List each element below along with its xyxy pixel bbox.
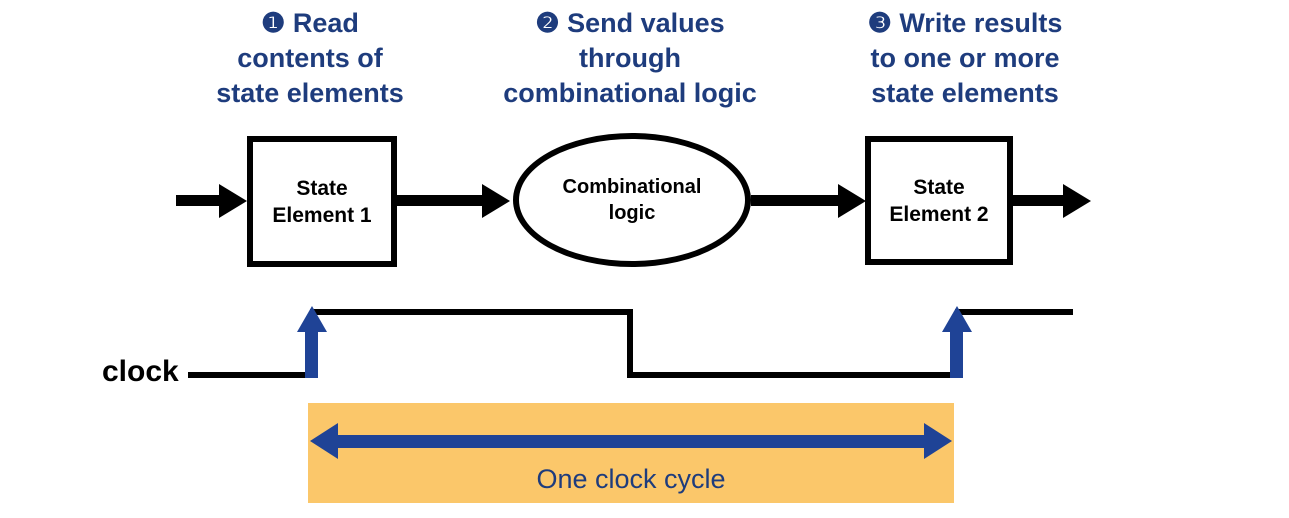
- cycle-span-arrow-shaft: [336, 435, 926, 448]
- clock-low-segment-2: [627, 372, 957, 378]
- output-arrowhead-icon: [1063, 184, 1091, 218]
- state-element-2-line-1: State: [913, 175, 965, 199]
- clock-low-segment-1: [188, 372, 310, 378]
- combinational-logic-ellipse: Combinational logic: [513, 133, 751, 267]
- output-arrow-shaft: [1013, 195, 1063, 206]
- state-element-1-line-1: State: [296, 176, 348, 200]
- state-element-2-label: State Element 2: [889, 174, 988, 228]
- step-1-line-3: state elements: [216, 78, 404, 108]
- input-arrowhead-icon: [219, 184, 247, 218]
- combinational-logic-label: Combinational logic: [563, 174, 702, 226]
- arrow-element1-to-logic-head-icon: [482, 184, 510, 218]
- step-1-line-1: ❶ Read: [261, 8, 359, 38]
- state-element-1-box: State Element 1: [247, 136, 397, 267]
- step-3-line-3: state elements: [871, 78, 1059, 108]
- step-3-line-2: to one or more: [870, 43, 1060, 73]
- step-3-line-1: ❸ Write results: [867, 8, 1063, 38]
- combinational-logic-line-1: Combinational: [562, 176, 702, 198]
- step-2-label: ❷ Send values through combinational logi…: [455, 6, 805, 111]
- rising-edge-arrow-2-shaft: [950, 330, 963, 378]
- step-3-label: ❸ Write results to one or more state ele…: [798, 6, 1132, 111]
- arrow-logic-to-element2-shaft: [751, 195, 838, 206]
- state-element-2-line-2: Element 2: [889, 202, 989, 226]
- clock-high-segment-1: [310, 309, 632, 315]
- arrow-element1-to-logic-shaft: [397, 195, 482, 206]
- state-element-2-box: State Element 2: [865, 136, 1013, 265]
- step-1-line-2: contents of: [237, 43, 383, 73]
- clock-signal-label: clock: [102, 355, 179, 388]
- step-2-line-2: through: [579, 43, 681, 73]
- cycle-span-arrowhead-left-icon: [310, 423, 338, 459]
- arrow-logic-to-element2-head-icon: [838, 184, 866, 218]
- combinational-logic-line-2: logic: [608, 202, 656, 224]
- state-element-1-label: State Element 1: [272, 175, 371, 229]
- step-2-line-1: ❷ Send values: [535, 8, 725, 38]
- state-element-1-line-2: Element 1: [272, 203, 372, 227]
- one-clock-cycle-box: One clock cycle: [308, 403, 954, 503]
- step-2-line-3: combinational logic: [503, 78, 757, 108]
- input-arrow-shaft: [176, 195, 220, 206]
- cycle-span-arrowhead-right-icon: [924, 423, 952, 459]
- clock-high-segment-2: [955, 309, 1073, 315]
- clock-falling-edge: [627, 309, 633, 378]
- one-clock-cycle-label: One clock cycle: [536, 464, 726, 494]
- rising-edge-arrow-1-head-icon: [297, 306, 327, 332]
- step-1-label: ❶ Read contents of state elements: [140, 6, 480, 111]
- rising-edge-arrow-2-head-icon: [942, 306, 972, 332]
- rising-edge-arrow-1-shaft: [305, 330, 318, 378]
